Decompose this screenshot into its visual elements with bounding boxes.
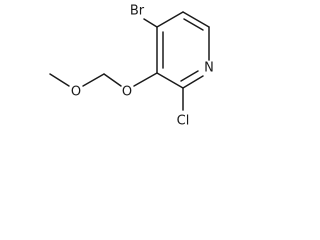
pyridine-ring xyxy=(156,11,210,89)
chlorine-label: Cl xyxy=(177,114,190,129)
structure-diagram: Br N Cl O O xyxy=(49,4,214,129)
bond-c5-c6-inner xyxy=(183,18,204,31)
nitrogen-label: N xyxy=(204,61,214,76)
bond-c3-o xyxy=(133,72,158,87)
bromine-label: Br xyxy=(130,4,145,19)
bond-n-c2-inner xyxy=(180,70,199,82)
ring-oxygen-label: O xyxy=(122,85,132,100)
chain-oxygen-label: O xyxy=(71,85,81,100)
bond-c5-c6 xyxy=(182,11,210,28)
bond-n-c2 xyxy=(182,75,204,89)
bond-o-ch2 xyxy=(103,73,122,87)
atom-labels: Br N Cl O O xyxy=(71,4,214,129)
bond-c2-c3 xyxy=(156,72,184,89)
bond-o-ch3 xyxy=(49,73,70,87)
bond-c4-c5 xyxy=(156,11,184,28)
substituents xyxy=(49,18,184,111)
bond-c4-br xyxy=(143,18,158,28)
bond-ch2-o xyxy=(82,73,105,87)
